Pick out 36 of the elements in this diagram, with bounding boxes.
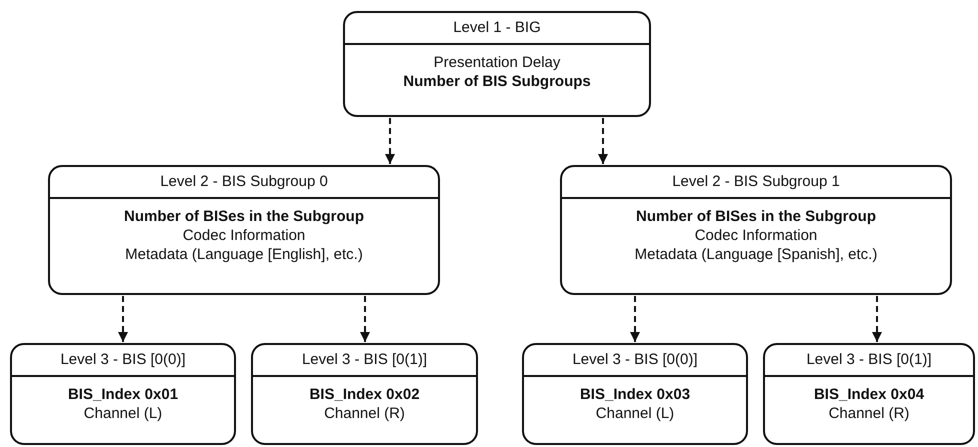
box-heading: Level 3 - BIS [0(1)] — [253, 345, 476, 377]
field-text: BIS_Index 0x02 — [309, 385, 420, 404]
field-text: Metadata (Language [Spanish], etc.) — [634, 245, 878, 264]
field-text: BIS_Index 0x04 — [814, 385, 924, 404]
field-text: BIS_Index 0x03 — [580, 385, 690, 404]
arrow — [360, 296, 370, 342]
record-box — [10, 343, 236, 445]
record-box — [560, 165, 952, 295]
arrow — [630, 296, 640, 342]
arrow — [598, 118, 608, 164]
box-heading: Level 1 - BIG — [345, 13, 649, 45]
record-box — [251, 343, 478, 445]
field-text: Channel (L) — [84, 404, 162, 423]
field-text: Presentation Delay — [434, 53, 560, 72]
record-box — [343, 11, 651, 117]
field-text: Metadata (Language [English], etc.) — [125, 245, 363, 264]
field-text: Number of BISes in the Subgroup — [124, 207, 364, 226]
field-text: Channel (R) — [324, 404, 405, 423]
box-heading: Level 2 - BIS Subgroup 1 — [562, 167, 950, 199]
record-box — [522, 343, 748, 445]
box-heading: Level 2 - BIS Subgroup 0 — [50, 167, 438, 199]
record-box — [48, 165, 440, 295]
field-text: BIS_Index 0x01 — [68, 385, 178, 404]
field-text: Codec Information — [182, 226, 306, 245]
field-text: Channel (L) — [596, 404, 674, 423]
field-text: Number of BISes in the Subgroup — [636, 207, 876, 226]
arrow — [872, 296, 882, 342]
field-text: Channel (R) — [828, 404, 910, 423]
arrow — [385, 118, 395, 164]
box-heading: Level 3 - BIS [0(1)] — [765, 345, 973, 377]
arrow — [118, 296, 128, 342]
record-box — [763, 343, 975, 445]
box-heading: Level 3 - BIS [0(0)] — [524, 345, 746, 377]
box-heading: Level 3 - BIS [0(0)] — [12, 345, 234, 377]
field-text: Number of BIS Subgroups — [403, 72, 591, 91]
field-text: Codec Information — [694, 226, 818, 245]
